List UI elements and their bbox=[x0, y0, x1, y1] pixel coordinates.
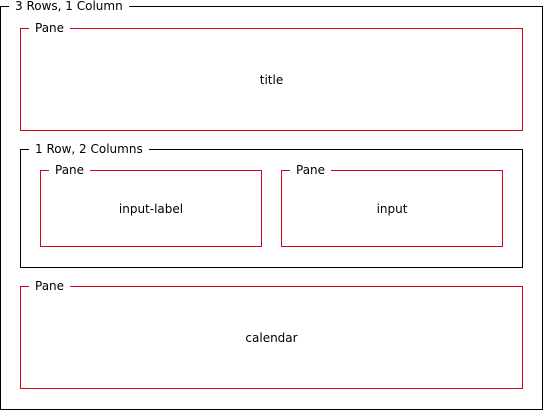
input-pane: Pane input bbox=[281, 163, 503, 247]
row-container-legend: 1 Row, 2 Columns bbox=[29, 142, 149, 156]
input-label-pane-legend: Pane bbox=[49, 163, 91, 177]
calendar-pane-legend: Pane bbox=[29, 279, 71, 293]
row-container-1-row-2-columns: 1 Row, 2 Columns bbox=[20, 142, 523, 268]
outer-container-legend: 3 Rows, 1 Column bbox=[9, 0, 129, 13]
input-label-pane-label: input-label bbox=[118, 201, 184, 216]
input-pane-legend: Pane bbox=[290, 163, 332, 177]
title-pane: Pane title bbox=[20, 21, 523, 131]
title-pane-label: title bbox=[259, 72, 284, 87]
calendar-pane: Pane calendar bbox=[20, 279, 523, 389]
input-pane-label: input bbox=[376, 201, 408, 216]
title-pane-legend: Pane bbox=[29, 21, 71, 35]
input-label-pane: Pane input-label bbox=[40, 163, 262, 247]
calendar-pane-label: calendar bbox=[245, 330, 298, 345]
